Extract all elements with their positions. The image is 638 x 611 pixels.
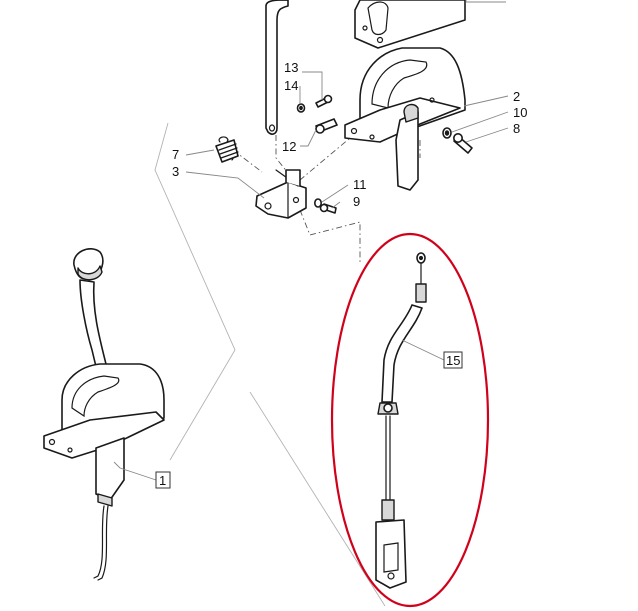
callout-7: 7 bbox=[172, 147, 179, 162]
highlight-ellipse bbox=[330, 232, 490, 608]
push-pull-cable-15 bbox=[375, 252, 427, 589]
assembled-gear-shifter-1 bbox=[43, 248, 165, 581]
callout-10: 10 bbox=[513, 105, 527, 120]
callout-15-box bbox=[443, 351, 463, 369]
callout-12: 12 bbox=[282, 139, 296, 154]
fasteners-13-14-12 bbox=[296, 94, 338, 134]
callout-leader-lines bbox=[113, 0, 509, 481]
fasteners-11-9 bbox=[313, 198, 337, 214]
bracket-plate-3 bbox=[255, 169, 307, 219]
perspective-frame-lines bbox=[154, 122, 386, 607]
callout-11: 11 bbox=[353, 177, 367, 192]
vertical-bracket bbox=[265, 0, 289, 135]
callout-8: 8 bbox=[513, 121, 520, 136]
callout-3: 3 bbox=[172, 164, 179, 179]
fasteners-10-8 bbox=[442, 127, 473, 154]
upper-cover-part bbox=[354, 0, 466, 49]
callout-labels: 13 14 12 7 3 11 9 2 10 8 15 1 bbox=[155, 60, 527, 489]
spring-7 bbox=[215, 136, 239, 163]
callout-13: 13 bbox=[284, 60, 298, 75]
shifter-housing-2 bbox=[344, 47, 466, 191]
callout-14: 14 bbox=[284, 78, 298, 93]
callout-1: 1 bbox=[159, 473, 166, 488]
callout-15: 15 bbox=[446, 353, 460, 368]
callout-9: 9 bbox=[353, 194, 360, 209]
assembly-centerlines bbox=[232, 132, 421, 262]
callout-1-box bbox=[155, 471, 171, 489]
callout-2: 2 bbox=[513, 89, 520, 104]
